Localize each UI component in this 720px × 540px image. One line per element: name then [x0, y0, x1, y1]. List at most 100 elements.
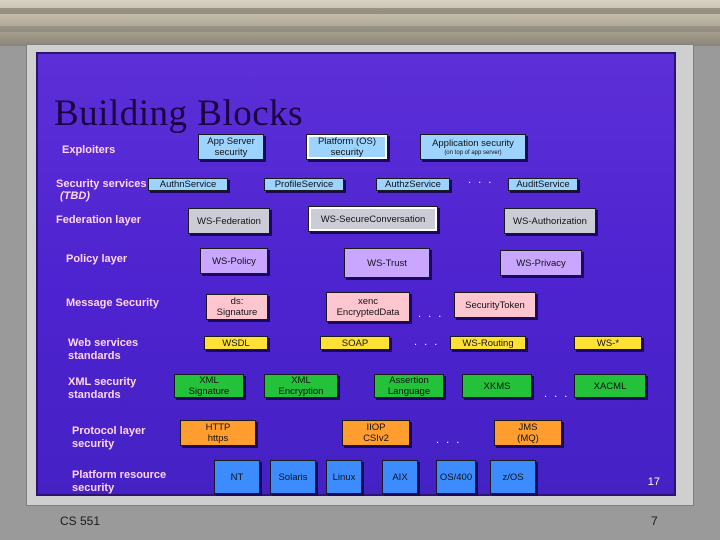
block-xacml: XACML: [574, 374, 646, 398]
layer-label-exploiters: Exploiters: [62, 144, 116, 156]
block-text: WS-Federation: [197, 215, 261, 227]
block-text: WS-Routing: [462, 337, 514, 349]
block-text: SecurityToken: [465, 299, 525, 311]
block-text: https: [207, 433, 229, 444]
block-ws-trust: WS-Trust: [344, 248, 430, 278]
layer-label-protocol-1: Protocol layer: [72, 425, 146, 437]
block-text: xenc: [357, 296, 379, 307]
layer-label-policy: Policy layer: [66, 253, 128, 265]
block-authn-service: AuthnService: [148, 178, 228, 191]
block-text: WSDL: [222, 337, 250, 349]
block-text: NT: [230, 471, 244, 483]
block-ws-secure-conversation: WS-SecureConversation: [308, 206, 438, 232]
block-text: CSIv2: [363, 433, 389, 444]
block-text: App Server: [207, 136, 255, 147]
block-text: XACML: [593, 380, 627, 392]
block-text: AIX: [392, 471, 408, 483]
block-text: (MQ): [517, 433, 539, 444]
block-text: Signature: [216, 307, 258, 318]
block-text: WS-SecureConversation: [320, 213, 426, 225]
block-text: WS-Policy: [212, 255, 256, 267]
decorative-banner: [0, 0, 720, 46]
layer-label-tbd: (TBD): [60, 190, 90, 202]
slide-title: Building Blocks: [54, 93, 304, 134]
block-security-token: SecurityToken: [454, 292, 536, 318]
layer-label-federation: Federation layer: [56, 214, 141, 226]
block-text: OS/400: [439, 471, 473, 483]
slide-number: 17: [647, 476, 660, 488]
ellipsis-services: . . .: [468, 174, 494, 186]
block-solaris: Solaris: [270, 460, 316, 494]
block-text: XML: [199, 375, 219, 386]
block-audit-service: AuditService: [508, 178, 578, 191]
layer-label-web-services-1: Web services: [68, 337, 139, 349]
block-os400: OS/400: [436, 460, 476, 494]
block-ws-star: WS-*: [574, 336, 642, 350]
block-ds-signature: ds:Signature: [206, 294, 268, 320]
layer-label-platform-2: security: [72, 482, 115, 494]
block-text: Platform (OS): [317, 136, 377, 147]
block-text: SOAP: [341, 337, 369, 349]
block-ws-federation: WS-Federation: [188, 208, 270, 234]
block-text: HTTP: [205, 422, 231, 433]
block-text: AuthzService: [385, 179, 441, 190]
block-text: XKMS: [483, 380, 511, 392]
block-text: WS-Privacy: [516, 257, 566, 269]
block-zos: z/OS: [490, 460, 536, 494]
ellipsis-protocol: . . .: [436, 434, 462, 446]
footer-page-number: 7: [651, 514, 658, 528]
block-authz-service: AuthzService: [376, 178, 450, 191]
block-profile-service: ProfileService: [264, 178, 344, 191]
block-platform-os-security: Platform (OS)security: [306, 134, 388, 160]
ellipsis-webservices: . . .: [414, 336, 440, 348]
block-text: ds:: [230, 296, 244, 307]
layer-label-platform-1: Platform resource: [72, 469, 167, 481]
block-text: ProfileService: [274, 179, 334, 190]
block-jms: JMS(MQ): [494, 420, 562, 446]
block-xkms: XKMS: [462, 374, 532, 398]
block-text: Assertion: [389, 375, 429, 386]
block-ws-privacy: WS-Privacy: [500, 250, 582, 276]
block-text: AuditService: [516, 179, 570, 190]
block-application-security: Application security(on top of app serve…: [420, 134, 526, 160]
block-ws-authorization: WS-Authorization: [504, 208, 596, 234]
layer-label-protocol-2: security: [72, 438, 115, 450]
block-text: XML: [291, 375, 311, 386]
footer-course-label: CS 551: [60, 514, 101, 528]
block-wsdl: WSDL: [204, 336, 268, 350]
block-text: security: [214, 147, 248, 158]
block-text: WS-Trust: [367, 257, 407, 269]
block-text: WS-*: [596, 337, 620, 349]
layer-label-security-services: Security services: [56, 178, 147, 190]
block-text: JMS: [518, 422, 538, 433]
block-text: Encryption: [278, 386, 324, 397]
block-text: WS-Authorization: [513, 215, 587, 227]
block-text: z/OS: [502, 471, 524, 483]
block-text: Solaris: [278, 471, 308, 483]
ellipsis-xmlsec: . . .: [544, 388, 570, 400]
block-ws-policy: WS-Policy: [200, 248, 268, 274]
block-ws-routing: WS-Routing: [450, 336, 526, 350]
block-text: Linux: [332, 471, 356, 483]
layer-label-message-security: Message Security: [66, 297, 159, 309]
block-text: EncryptedData: [336, 307, 400, 318]
block-nt: NT: [214, 460, 260, 494]
block-aix: AIX: [382, 460, 418, 494]
block-subtext: (on top of app server): [444, 149, 502, 156]
block-text: AuthnService: [159, 179, 217, 190]
ellipsis-message: . . .: [418, 308, 444, 320]
layer-label-web-services-2: standards: [68, 350, 121, 362]
layer-label-xml-security-2: standards: [68, 389, 121, 401]
layer-label-xml-security-1: XML security: [68, 376, 137, 388]
block-text: Language: [387, 386, 431, 397]
block-text: Application security: [432, 137, 514, 149]
block-soap: SOAP: [320, 336, 390, 350]
